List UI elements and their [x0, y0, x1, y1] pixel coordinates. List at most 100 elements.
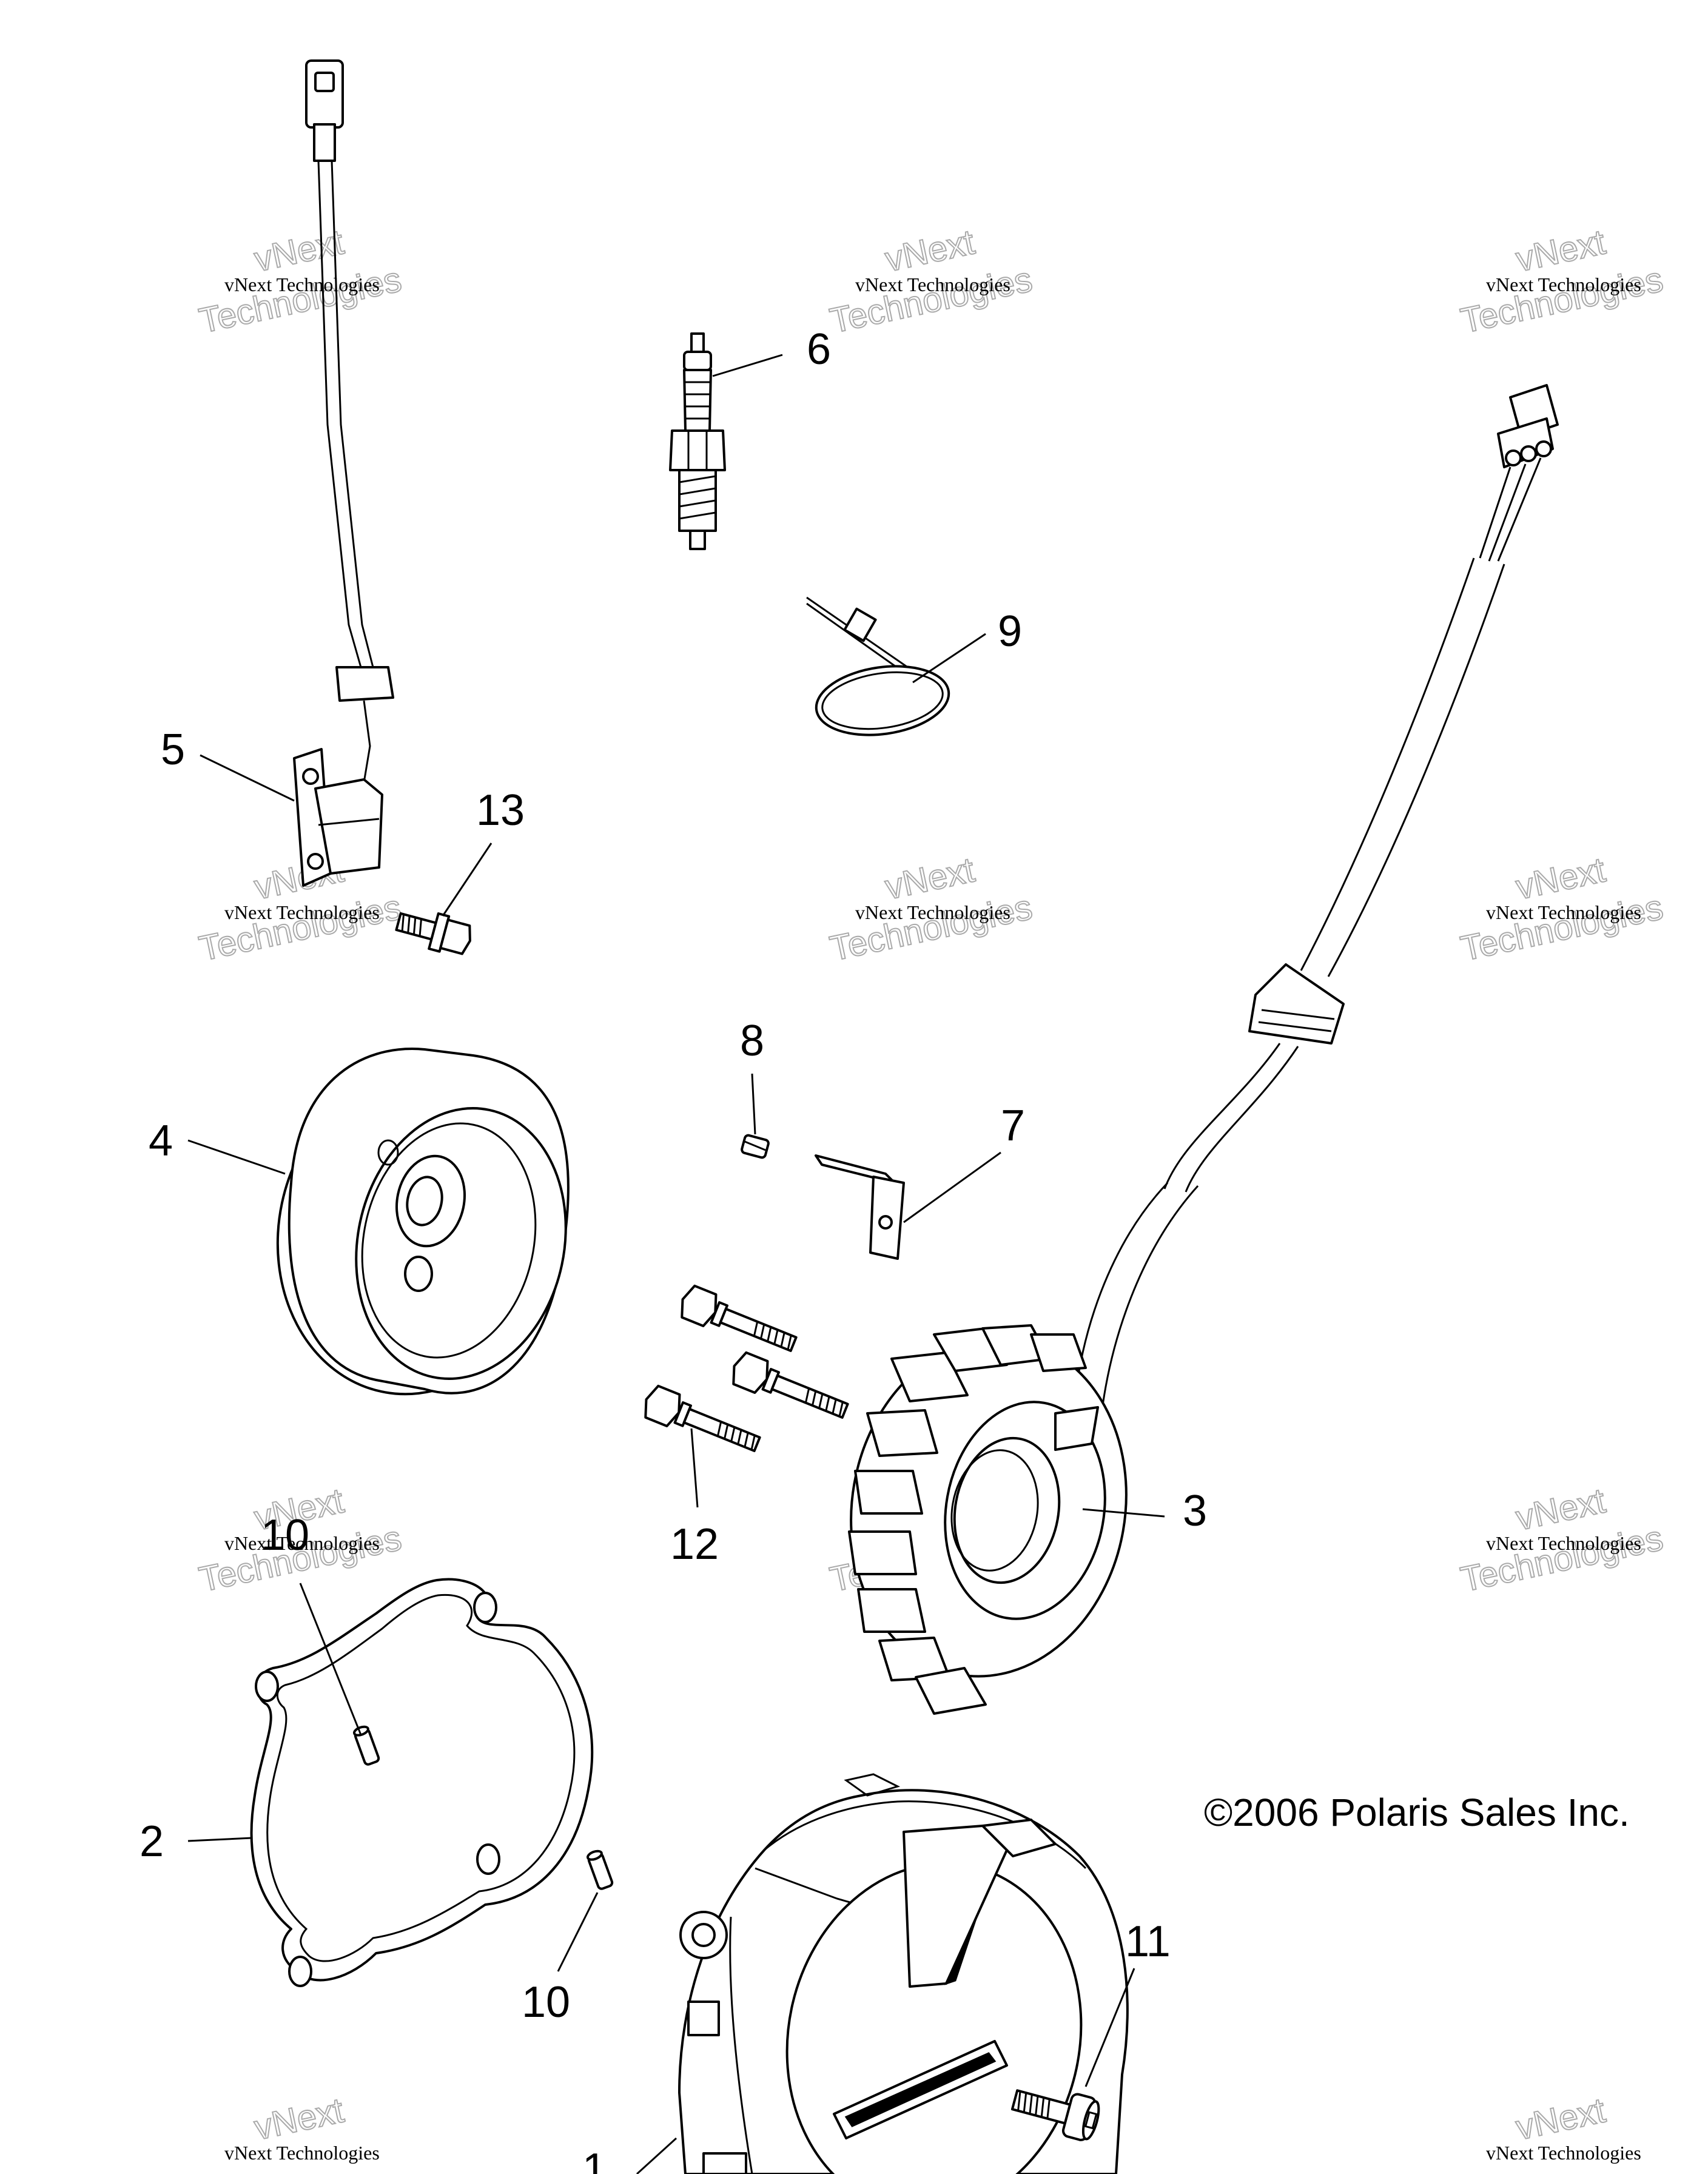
callout-3[interactable]: 3 — [1183, 1487, 1207, 1535]
dowel-pin[interactable] — [586, 1849, 614, 1890]
watermark: vNext Technologies vNext Technologies — [826, 221, 1037, 342]
gasket-inner — [266, 1593, 576, 1962]
plug-insulator — [683, 369, 712, 432]
stator-bolts[interactable] — [640, 1284, 852, 1460]
wire-clamp[interactable] — [815, 1154, 905, 1260]
plug-nut-terminal — [683, 351, 712, 371]
callout-7[interactable]: 7 — [1001, 1102, 1025, 1150]
stator-assembly[interactable] — [825, 384, 1559, 1715]
plug-hex — [669, 429, 726, 471]
housing-top-lip — [844, 1773, 901, 1797]
stator-bolt — [732, 1351, 849, 1419]
stator-bolt — [681, 1284, 798, 1352]
svg-text:vNext: vNext — [1513, 850, 1609, 907]
stator-bore-inner — [950, 1449, 1039, 1572]
flywheel-bore — [406, 1176, 443, 1227]
stator-teeth — [848, 1324, 1087, 1715]
watermark: vNext Technologies vNext Technologies — [1457, 221, 1667, 342]
sensor-bracket-hole — [302, 768, 319, 785]
sensor-cable-edge — [331, 160, 374, 668]
housing-bottom-lug — [702, 2152, 747, 2174]
housing-fin-shadow — [944, 1916, 978, 1985]
cable-tie[interactable] — [806, 596, 953, 743]
sensor-connector — [305, 59, 344, 129]
callout-11[interactable]: 11 — [1125, 1917, 1171, 1966]
svg-text:Technologies: Technologies — [1458, 1518, 1667, 1600]
tie-loop-inner — [821, 671, 944, 730]
leader-line — [712, 354, 783, 377]
cover-gasket[interactable] — [250, 1578, 594, 1987]
leader-line — [751, 1073, 756, 1135]
housing-tab — [687, 2001, 720, 2036]
callout-1[interactable]: 1 — [582, 2145, 607, 2174]
callout-12[interactable]: 12 — [670, 1520, 719, 1569]
gasket-bolt-hole — [473, 1592, 497, 1623]
svg-text:vNext: vNext — [1513, 2090, 1609, 2147]
stator-cable-edge — [1327, 564, 1505, 977]
sensor-lead — [363, 700, 371, 783]
bolt-thread — [716, 1421, 756, 1450]
gasket-bolt-hole — [288, 1956, 312, 1987]
plug-thread-lines — [679, 475, 716, 520]
flywheel[interactable] — [248, 1043, 590, 1420]
callout-10-top[interactable]: 10 — [261, 1511, 309, 1560]
svg-text:vNext Technologies: vNext Technologies — [224, 274, 380, 295]
callout-6[interactable]: 6 — [807, 325, 831, 374]
leader-line — [557, 1892, 599, 1972]
gasket-bolt-hole — [476, 1843, 500, 1875]
callout-4[interactable]: 4 — [149, 1117, 173, 1165]
plug-electrode — [689, 530, 706, 550]
stator-grommet-ribs — [1258, 1009, 1335, 1032]
bolt-head — [681, 1284, 718, 1327]
stator-connector-pin — [1505, 449, 1522, 466]
sensor-connector-latch — [314, 72, 335, 92]
svg-text:vNext: vNext — [1513, 1481, 1609, 1538]
leader-line — [636, 2137, 677, 2174]
bolt-head — [732, 1351, 769, 1394]
svg-text:vNext: vNext — [1513, 222, 1609, 279]
stator-cable — [1300, 557, 1475, 971]
tie-loop — [815, 665, 950, 736]
callout-9[interactable]: 9 — [998, 607, 1022, 656]
callout-13[interactable]: 13 — [476, 786, 525, 835]
leader-line — [690, 1428, 699, 1508]
svg-text:vNext Technologies: vNext Technologies — [855, 274, 1010, 295]
spark-plug[interactable] — [669, 332, 726, 550]
callout-10-bottom[interactable]: 10 — [522, 1978, 570, 2027]
watermark: vNext vNext Technologies — [224, 2090, 380, 2164]
housing-boss-hole — [691, 1923, 716, 1947]
clamp-hole — [878, 1215, 893, 1230]
flywheel-hole — [404, 1256, 433, 1292]
leader-line — [200, 754, 295, 802]
bolt-head — [439, 918, 471, 955]
watermark: vNext Technologies vNext Technologies — [1457, 849, 1667, 969]
bolt-thread — [401, 914, 422, 937]
recoil-cover-housing[interactable] — [678, 1773, 1129, 2174]
pickup-sensor[interactable] — [293, 59, 394, 887]
callout-5[interactable]: 5 — [161, 725, 185, 774]
flywheel-inner-ring — [361, 1122, 537, 1359]
svg-text:Technologies: Technologies — [1458, 260, 1667, 341]
leader-line — [1084, 1968, 1135, 2087]
svg-text:vNext: vNext — [882, 222, 978, 279]
svg-text:vNext Technologies: vNext Technologies — [1486, 901, 1641, 923]
tie-head — [843, 607, 877, 642]
callout-2[interactable]: 2 — [140, 1817, 164, 1866]
watermark: vNext Technologies vNext Technologies — [826, 849, 1037, 969]
sensor-body-seam — [318, 818, 380, 826]
callout-8[interactable]: 8 — [740, 1017, 764, 1065]
svg-text:Technologies: Technologies — [827, 887, 1036, 969]
bolt[interactable] — [1009, 2079, 1103, 2143]
stator-cable-lower — [1163, 1043, 1281, 1190]
svg-text:vNext: vNext — [251, 2090, 348, 2147]
svg-text:vNext Technologies: vNext Technologies — [1486, 1532, 1641, 1554]
stator-connector-pin — [1535, 440, 1552, 457]
sensor-bolt[interactable] — [394, 904, 474, 958]
svg-text:vNext: vNext — [251, 222, 348, 279]
svg-text:Technologies: Technologies — [827, 260, 1036, 341]
housing-logo-inlay — [844, 2052, 997, 2127]
screw[interactable] — [741, 1134, 770, 1159]
sensor-bracket-hole — [307, 853, 324, 870]
plug-thread — [678, 469, 717, 532]
